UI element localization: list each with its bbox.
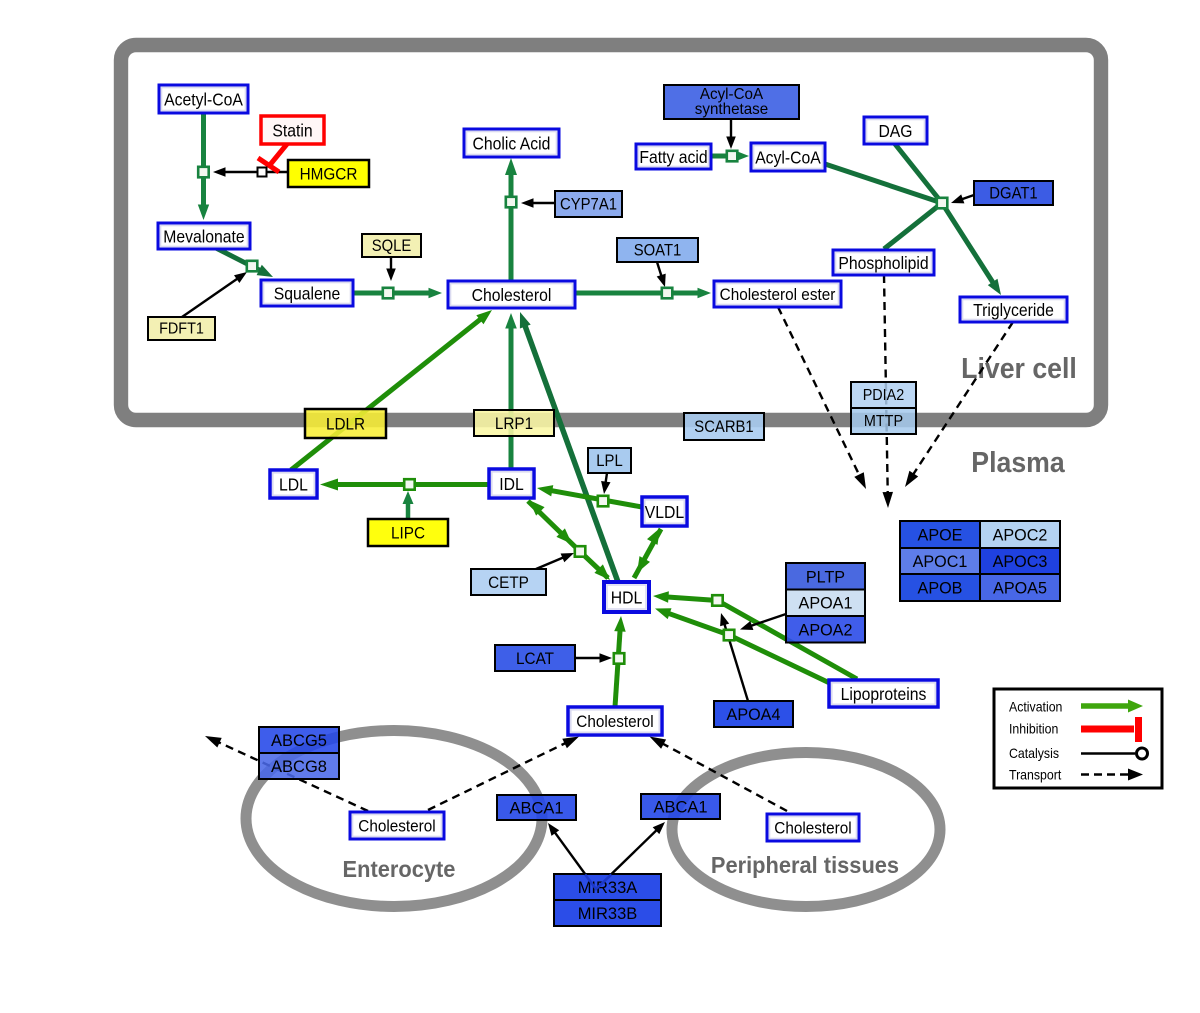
svg-text:MIR33B: MIR33B: [578, 904, 638, 923]
svg-text:Peripheral tissues: Peripheral tissues: [711, 852, 899, 878]
svg-text:Enterocyte: Enterocyte: [343, 856, 456, 882]
svg-text:CETP: CETP: [488, 573, 529, 592]
svg-text:APOA5: APOA5: [993, 579, 1047, 598]
svg-text:LDLR: LDLR: [326, 415, 365, 434]
svg-text:synthetase: synthetase: [695, 101, 769, 118]
svg-text:Cholesterol: Cholesterol: [472, 285, 552, 305]
svg-text:MTTP: MTTP: [864, 413, 903, 430]
svg-text:Lipoproteins: Lipoproteins: [841, 684, 927, 704]
svg-text:SCARB1: SCARB1: [694, 418, 753, 436]
svg-text:ABCG8: ABCG8: [271, 757, 327, 776]
svg-text:SQLE: SQLE: [372, 237, 412, 255]
svg-text:Triglyceride: Triglyceride: [973, 300, 1054, 320]
svg-text:APOC3: APOC3: [993, 552, 1048, 571]
svg-text:Cholesterol ester: Cholesterol ester: [720, 285, 836, 304]
svg-text:ABCA1: ABCA1: [509, 799, 563, 818]
svg-text:APOC1: APOC1: [913, 552, 968, 571]
svg-text:Fatty acid: Fatty acid: [639, 147, 707, 167]
svg-text:Acyl-CoA: Acyl-CoA: [755, 148, 821, 168]
svg-text:Liver cell: Liver cell: [961, 353, 1077, 385]
svg-text:Catalysis: Catalysis: [1009, 745, 1059, 761]
svg-text:ABCA1: ABCA1: [653, 798, 707, 817]
svg-text:IDL: IDL: [499, 474, 524, 494]
svg-text:LCAT: LCAT: [516, 649, 554, 668]
svg-text:LPL: LPL: [596, 452, 622, 470]
svg-text:CYP7A1: CYP7A1: [560, 196, 617, 214]
svg-text:Acetyl-CoA: Acetyl-CoA: [164, 90, 243, 110]
svg-text:PDIA2: PDIA2: [863, 387, 905, 404]
svg-text:FDFT1: FDFT1: [159, 321, 204, 338]
svg-text:APOE: APOE: [918, 526, 963, 545]
svg-text:Plasma: Plasma: [971, 447, 1065, 479]
svg-text:LDL: LDL: [279, 475, 308, 495]
svg-text:SOAT1: SOAT1: [634, 242, 682, 260]
svg-text:Mevalonate: Mevalonate: [163, 227, 244, 247]
svg-text:Activation: Activation: [1009, 699, 1062, 715]
svg-text:LIPC: LIPC: [391, 524, 425, 543]
svg-text:HMGCR: HMGCR: [300, 165, 358, 184]
svg-text:Cholesterol: Cholesterol: [774, 819, 851, 838]
svg-text:DGAT1: DGAT1: [989, 185, 1037, 203]
svg-text:ABCG5: ABCG5: [271, 731, 327, 750]
svg-text:APOA4: APOA4: [727, 705, 781, 724]
svg-text:PLTP: PLTP: [806, 567, 845, 586]
svg-text:Cholesterol: Cholesterol: [576, 712, 653, 731]
svg-text:Cholesterol: Cholesterol: [358, 817, 435, 836]
svg-text:LRP1: LRP1: [495, 414, 533, 433]
svg-text:MIR33A: MIR33A: [578, 878, 638, 897]
svg-text:DAG: DAG: [878, 121, 912, 141]
svg-text:Inhibition: Inhibition: [1009, 721, 1058, 737]
svg-text:APOA2: APOA2: [799, 620, 853, 639]
svg-text:APOC2: APOC2: [993, 526, 1048, 545]
svg-text:Squalene: Squalene: [274, 284, 341, 304]
svg-text:Phospholipid: Phospholipid: [838, 253, 928, 273]
svg-text:Statin: Statin: [272, 121, 312, 141]
svg-text:Cholic Acid: Cholic Acid: [473, 134, 551, 154]
svg-text:Transport: Transport: [1009, 767, 1061, 783]
svg-text:VLDL: VLDL: [645, 502, 685, 522]
svg-text:HDL: HDL: [611, 588, 643, 608]
svg-text:Acyl-CoA: Acyl-CoA: [700, 86, 764, 103]
svg-text:APOB: APOB: [918, 579, 963, 598]
svg-text:APOA1: APOA1: [799, 594, 853, 613]
